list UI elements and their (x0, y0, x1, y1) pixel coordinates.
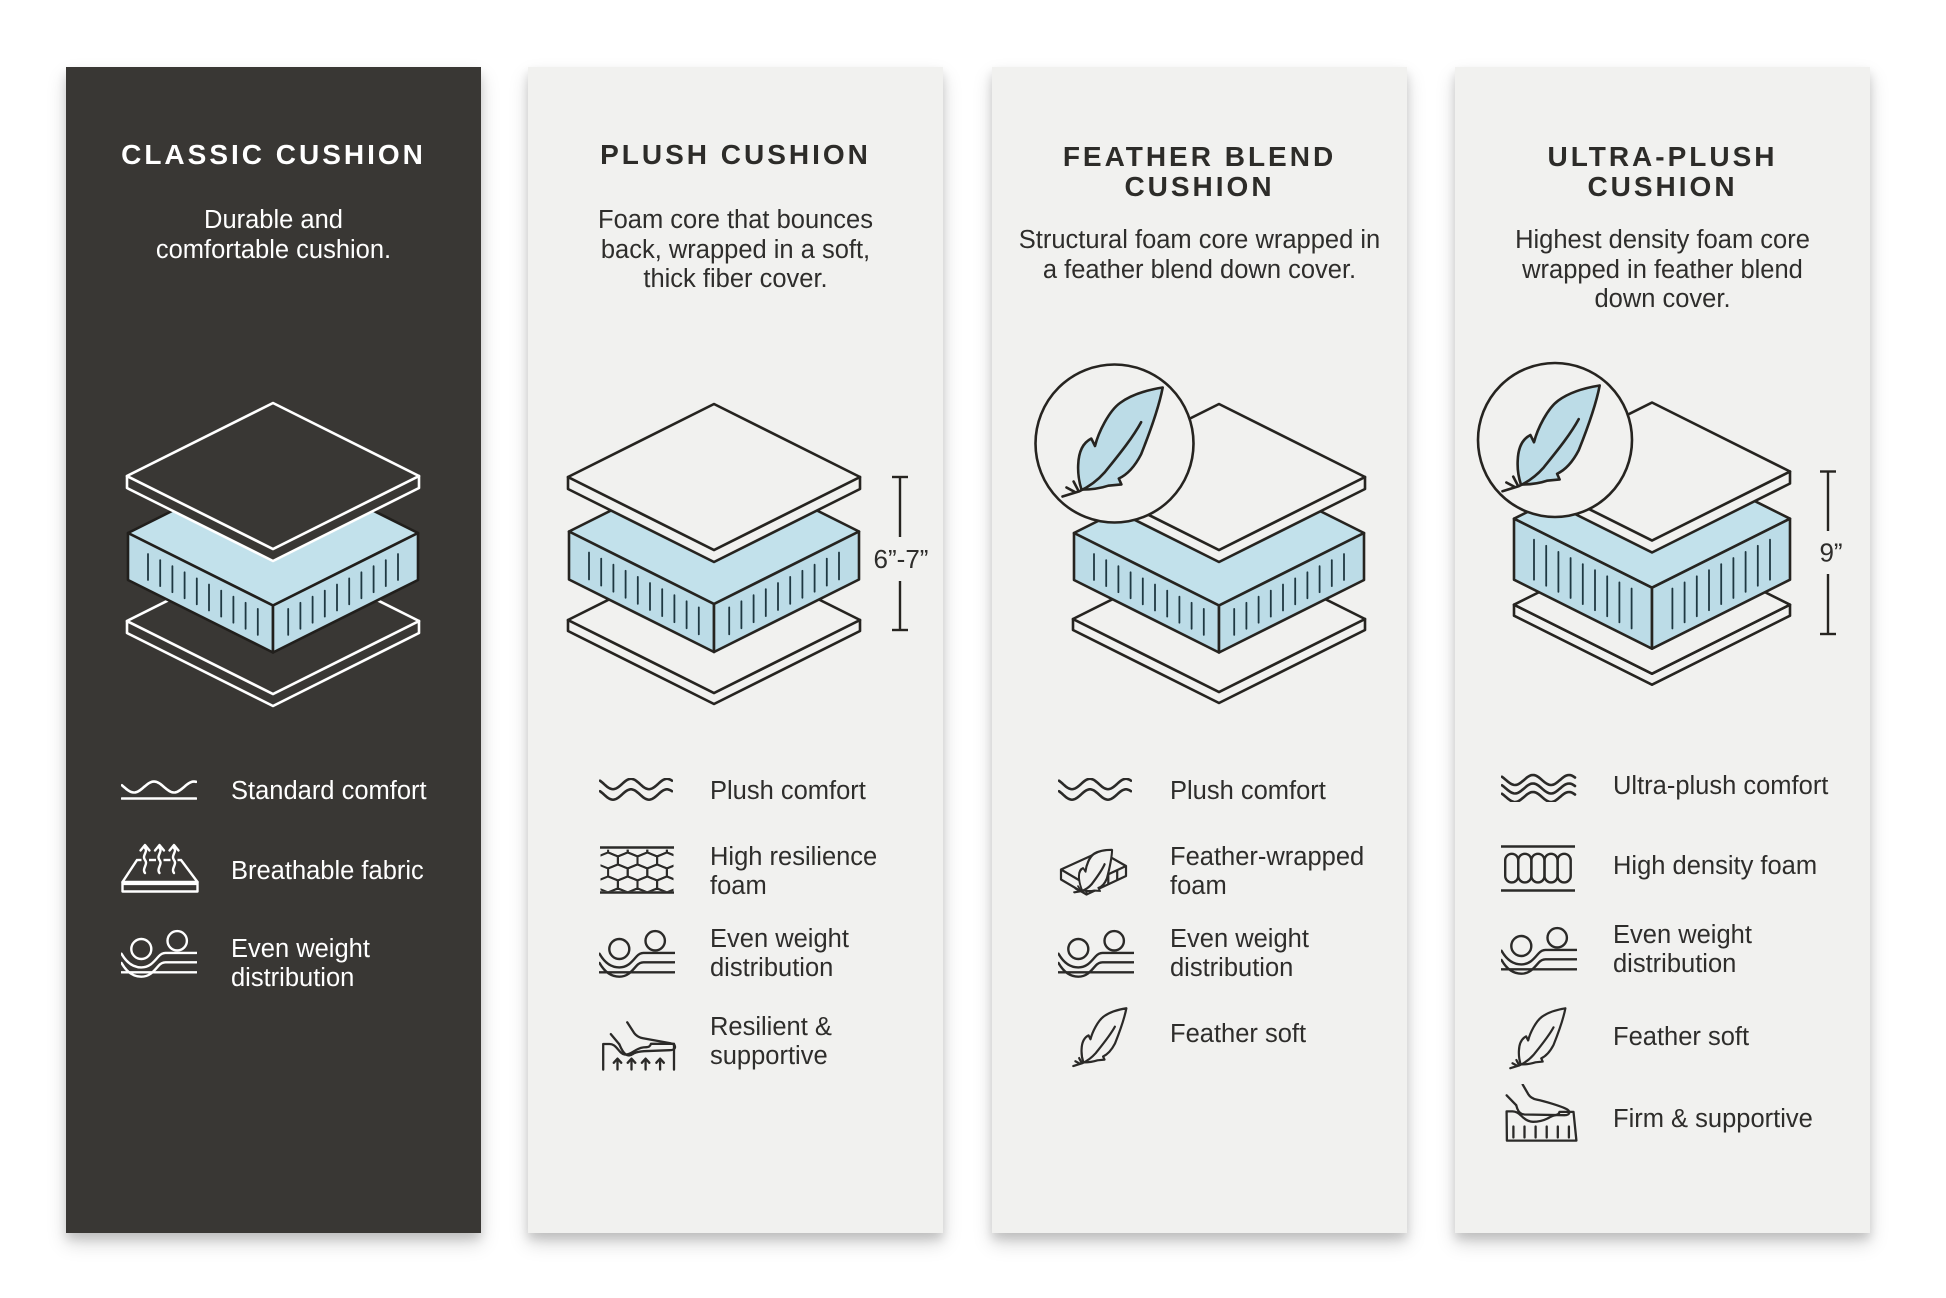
svg-text:6”-7”: 6”-7” (874, 544, 929, 574)
svg-text:9”: 9” (1819, 538, 1842, 568)
